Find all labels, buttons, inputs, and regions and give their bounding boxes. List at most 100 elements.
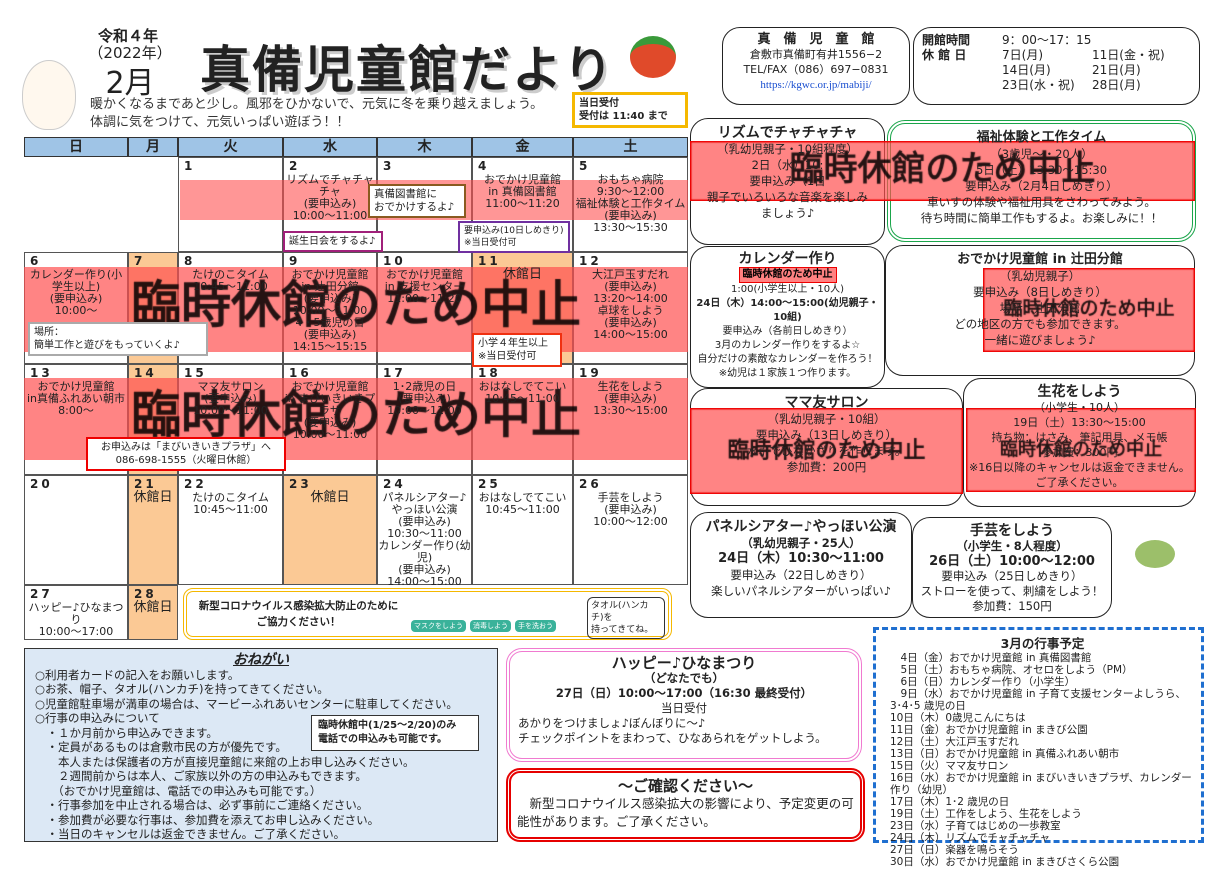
day-number: 12 xyxy=(579,254,602,268)
intro-text: 暖かくなるまであと少し。風邪をひかないで、元気に冬を乗り越えましょう。 体調に気… xyxy=(90,96,543,132)
intro-line: 暖かくなるまであと少し。風邪をひかないで、元気に冬を乗り越えましょう。 xyxy=(90,97,544,112)
march-event-item: 27日（日）楽器を鳴らそう xyxy=(890,844,1019,856)
day-number: 1 xyxy=(184,159,196,173)
day-number: 2 xyxy=(289,159,301,173)
day-number: 28 xyxy=(134,587,157,601)
event-line: （3歳児〜・20人） xyxy=(990,147,1093,161)
month: 2月 xyxy=(105,66,155,101)
event-line: 参加費：200円 xyxy=(786,460,867,474)
event-line: 要申込み（22日しめきり） xyxy=(730,568,872,582)
day-number: 16 xyxy=(289,366,312,380)
event-line: （小学生・10人） xyxy=(1034,401,1125,414)
day-event-line: 8:00〜 xyxy=(58,404,94,417)
march-event-item: 12日（土）大江戸玉すだれ xyxy=(890,736,1019,748)
march-event-item: 24日（木）リズムでチャチャチャ xyxy=(890,832,1051,844)
day-event-line: やっほい公演 xyxy=(391,503,458,516)
callout-grade4: 小学４年生以上※当日受付可 xyxy=(472,333,562,367)
closed-day: 11日(金・祝) xyxy=(1092,48,1165,62)
event-reception: 当日受付 xyxy=(661,701,707,715)
march-event-item: 30日（水）おでかけ児童館 in まきびさくら公園 xyxy=(890,856,1120,868)
callout-line: 受付は 11:40 まで xyxy=(579,111,668,122)
event-title: おでかけ児童館 in 辻田分館 xyxy=(957,252,1123,267)
day-event-line: 13:30〜15:00 xyxy=(593,404,668,417)
day-event-line: 14:00〜15:00 xyxy=(387,575,462,588)
event-calendar-making: カレンダー作り 臨時休館のため中止 1:00(小学生以上・10人) 24日（木）… xyxy=(690,246,885,388)
day-event-line: たけのこタイム xyxy=(192,491,269,504)
phone-note: 臨時休館中(1/25〜2/20)のみ電話での申込みも可能です。 xyxy=(311,715,479,751)
callout-deadline: 要申込み(10日しめきり)※当日受付可 xyxy=(458,221,570,253)
day-number: 8 xyxy=(184,254,196,268)
corona-line: 新型コロナウイルス感染拡大防止のために xyxy=(198,600,399,612)
day-event-line: 手芸をしよう xyxy=(597,491,664,504)
event-line: 要申込み（各前日しめきり） xyxy=(722,326,853,337)
callout-line: 真備図書館に xyxy=(374,188,437,200)
requests-box: おねがい ○利用者カードの記入をお願いします。○お茶、帽子、タオル(ハンカチ)を… xyxy=(24,648,498,842)
event-line: 参加費：300円 xyxy=(1041,446,1118,459)
march-event-item: 10日（木）0歳児こんにちは xyxy=(890,712,1026,724)
event-panel-theater: パネルシアター♪やっほい公演 （乳幼児親子・25人） 24日（木）10:30〜1… xyxy=(690,512,912,618)
event-line: 5日（土）13:30〜15:30 xyxy=(975,163,1108,177)
day-event-line: 休館日 xyxy=(133,490,173,505)
day-number: 20 xyxy=(30,477,53,491)
day-event-line: おもちゃ病院 xyxy=(597,173,664,186)
event-line: 19日（土）13:30〜15:00 xyxy=(1013,416,1146,429)
event-craft: 手芸をしよう （小学生・8人程度） 26日（土）10:00〜12:00 要申込み… xyxy=(912,517,1112,618)
weekday-header: 金 xyxy=(472,137,573,157)
march-event-item: 11日（金）おでかけ児童館 in まきび公園 xyxy=(890,724,1088,736)
weekday-header: 土 xyxy=(573,137,688,157)
day-event-line: カレンダー作り(幼児) xyxy=(378,539,471,564)
march-event-item: 5日（土）おもちゃ病院、オセロをしよう（PM） xyxy=(890,664,1133,676)
callout-place: 場所：簡単工作と遊びをもっていくよ♪ xyxy=(28,322,208,356)
day-event-line: 10:00〜11:00 xyxy=(292,428,368,441)
event-tsujita: おでかけ児童館 in 辻田分館 （乳幼児親子）要申込み（8日しめきり）場所：辻田… xyxy=(885,245,1195,376)
day-event-line: 10:45〜11:00 xyxy=(193,280,268,293)
day-event-line: (要申込み) xyxy=(604,209,657,222)
event-line: 要申込み（25日しめきり） xyxy=(941,569,1083,583)
day-event-line: (要申込み) xyxy=(398,515,451,528)
bubble-line: タオル(ハンカチ)を xyxy=(591,601,649,623)
day-event-line: 9:30〜12:00 xyxy=(596,185,665,198)
event-line: あかりをつけましょ♪ぼんぼりに〜♪ xyxy=(518,716,706,730)
day-event-line: パネルシアター♪ xyxy=(382,491,467,504)
oni-illustration xyxy=(630,36,676,78)
closed-day: 21日(月) xyxy=(1092,63,1141,77)
request-line: ○行事の申込みについて xyxy=(35,711,160,725)
callout-line: ※当日受付可 xyxy=(464,238,517,248)
day-event-line: (要申込み) xyxy=(604,503,657,516)
event-line: どの地区の方でも参加できます。 xyxy=(954,317,1126,331)
event-line: 1:00(小学生以上・10人) xyxy=(731,284,844,295)
day-event-line: 10:00〜 xyxy=(54,304,98,317)
march-event-item: 15日（火）ママ友サロン xyxy=(890,760,1009,772)
day-event-line: 10:00〜11:00 xyxy=(193,404,268,417)
requests-title: おねがい xyxy=(233,652,289,668)
event-time: 26日（土）10:00〜12:00 xyxy=(929,554,1095,569)
day-number: 25 xyxy=(478,477,501,491)
day-event-line: 13:30〜15:30 xyxy=(593,221,668,234)
request-line: （おでかけ児童館は、電話での申込みも可能です。） xyxy=(35,783,322,798)
day-event-line: 10:00〜17:00 xyxy=(38,625,114,638)
march-event-item: 23日（水）子育てはじめの一歩教室 xyxy=(890,820,1061,832)
day-number: 21 xyxy=(134,477,157,491)
day-number: 18 xyxy=(478,366,501,380)
event-title: リズムでチャチャチャ xyxy=(717,125,858,141)
day-event-line: リズムでチャチャチャ xyxy=(286,173,374,198)
event-time: 24日（木）10:30〜11:00 xyxy=(718,551,884,566)
callout-line: 当日受付 xyxy=(579,98,619,109)
weekday-header: 水 xyxy=(283,137,377,157)
facility-address: 倉敷市真備町有井1556−2 xyxy=(749,48,883,61)
day-number: 22 xyxy=(184,477,207,491)
callout-line: 086-698-1555（火曜日休館） xyxy=(115,455,257,466)
day-event-line: in まびいきいきプラザ xyxy=(284,392,376,417)
event-line: 場所：辻田分館 xyxy=(999,301,1081,315)
event-line: 自分だけの素敵なカレンダーを作ろう！ xyxy=(697,354,878,365)
event-title: パネルシアター♪やっほい公演 xyxy=(705,519,897,535)
event-line: 要申込み（1日 xyxy=(749,174,826,188)
day-event-line: 休館日 xyxy=(133,600,173,615)
website-link[interactable]: https://kgwc.or.jp/mabiji/ xyxy=(760,79,872,91)
event-line: 待ち時間に簡単工作もするよ。お楽しみに！！ xyxy=(920,211,1163,225)
